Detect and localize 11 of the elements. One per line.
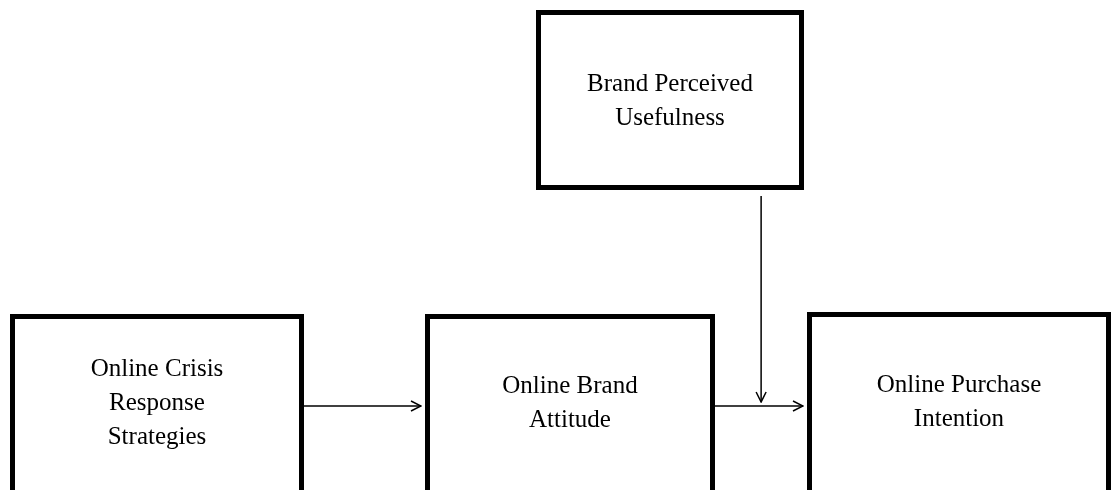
box-label: Brand Perceived Usefulness <box>586 68 754 132</box>
box-label: Online Brand Attitude <box>501 370 639 434</box>
concept-box <box>536 10 804 190</box>
box-label: Online Purchase Intention <box>875 369 1043 433</box>
arrow <box>714 400 804 412</box>
arrow <box>755 195 767 403</box>
box-label: Online Crisis Response Strategies <box>89 353 225 451</box>
concept-box <box>425 314 715 490</box>
concept-box <box>10 314 304 490</box>
concept-box <box>807 312 1111 490</box>
arrow <box>303 400 422 412</box>
